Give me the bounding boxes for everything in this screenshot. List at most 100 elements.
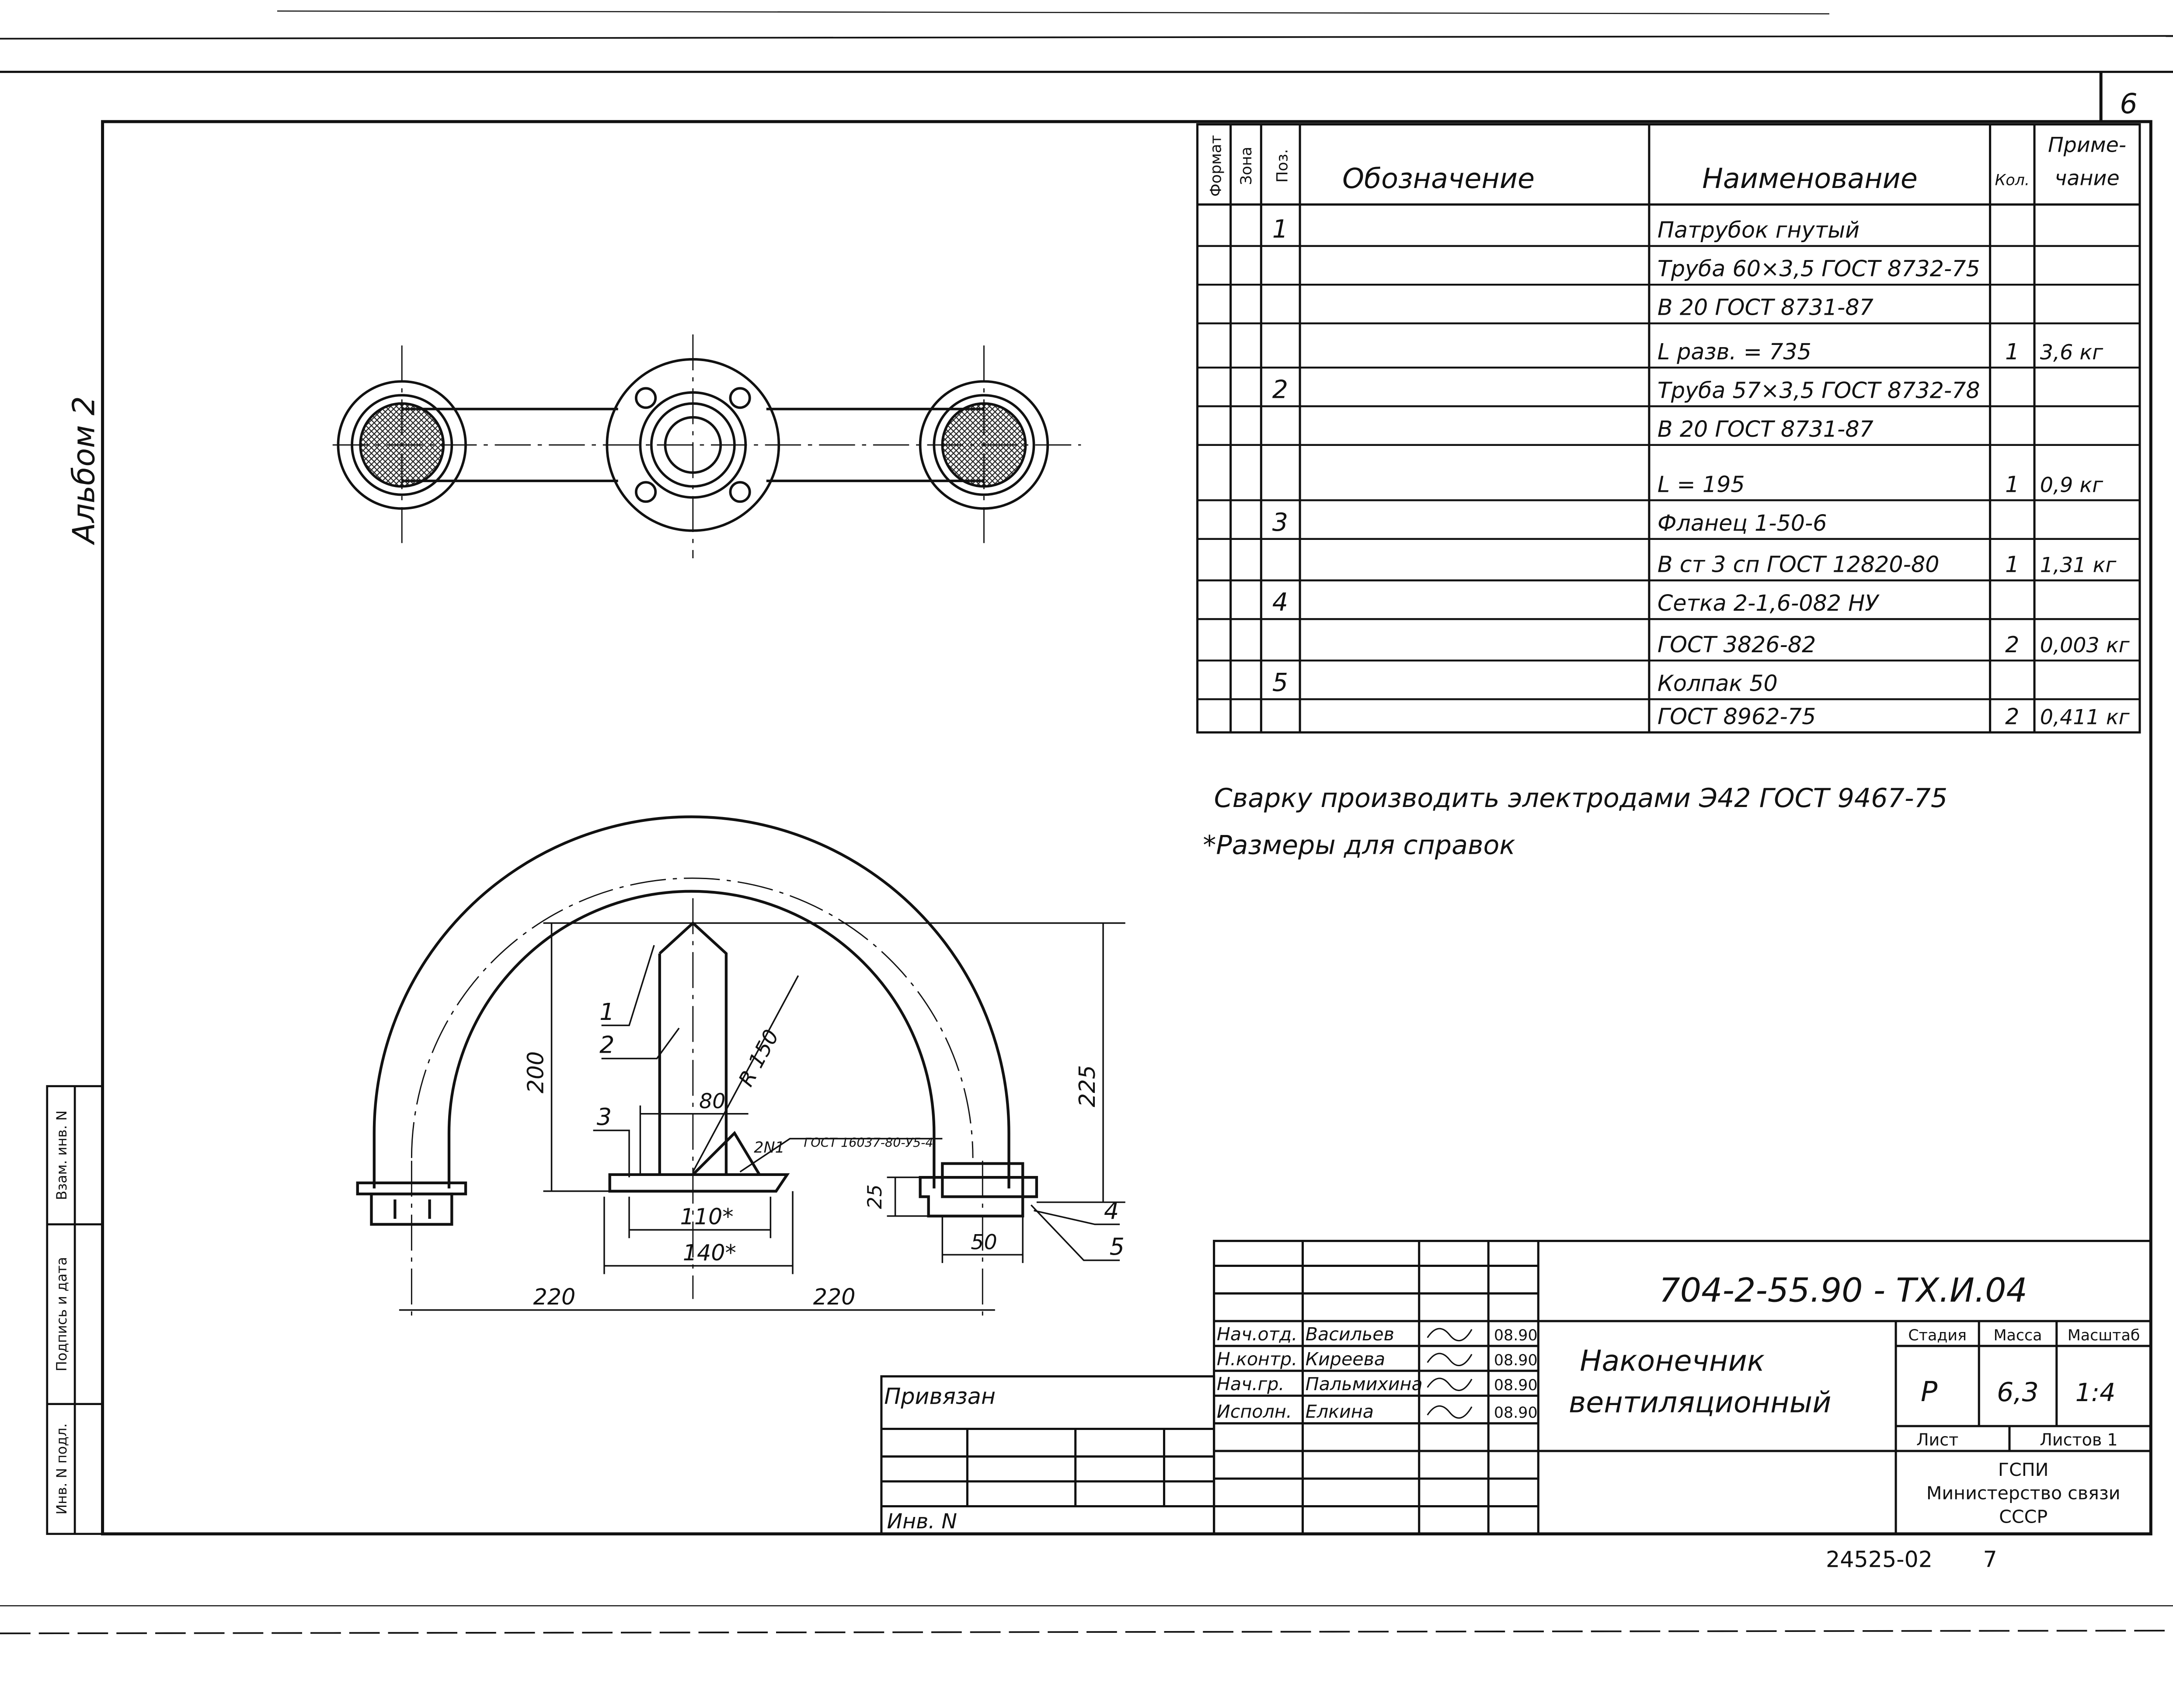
weld-symbol: ГОСТ 16037-80-У5-4 <box>804 1136 933 1150</box>
weld-prefix: 2N1 <box>754 1139 784 1156</box>
callout-4: 4 <box>1104 1197 1119 1224</box>
binding-inv: Инв. N <box>887 1510 957 1534</box>
plan-centerlines <box>332 334 1081 559</box>
signature-mark <box>1427 1378 1473 1391</box>
spec-row: 5 Колпак 50 <box>1272 668 1778 697</box>
signatory-role: Нач.гр. <box>1217 1374 1284 1395</box>
mass-label: Масса <box>1993 1327 2042 1344</box>
spec-row-name: L = 195 <box>1658 471 1745 497</box>
dim-200: 200 <box>522 1051 548 1094</box>
spec-header-note-1: Приме- <box>2048 133 2126 157</box>
stamp-inv-podl: Инв. N подл. <box>54 1423 70 1515</box>
dim-140: 140* <box>683 1240 736 1266</box>
signatory-name: Пальмихина <box>1306 1374 1423 1395</box>
scale-value: 1:4 <box>2075 1378 2116 1407</box>
signatory-date: 08.90 <box>1494 1352 1538 1369</box>
dimension-lines <box>399 922 1125 1311</box>
spec-header-format: Формат <box>1207 135 1225 197</box>
signatory-row: Нач.отд. Васильев 08.90 <box>1217 1324 1538 1345</box>
spec-row-name: Сетка 2-1,6-082 НУ <box>1658 590 1880 616</box>
spec-row: ГОСТ 8962-75 2 0,411 кг <box>1658 703 2130 729</box>
signatory-role: Нач.отд. <box>1217 1324 1297 1345</box>
spec-row-name: Патрубок гнутый <box>1658 217 1860 243</box>
spec-row-name: Колпак 50 <box>1658 671 1778 696</box>
spec-row-pos: 4 <box>1272 588 1288 617</box>
spec-row-name: ГОСТ 3826-82 <box>1658 632 1816 657</box>
signatory-name: Елкина <box>1306 1401 1374 1422</box>
signatory-row: Нач.гр. Пальмихина 08.90 <box>1217 1374 1538 1395</box>
spec-table <box>1196 123 2141 734</box>
spec-row-note: 0,411 кг <box>2040 705 2130 729</box>
spec-row-qty: 2 <box>2005 703 2019 729</box>
stamp-signature-date: Подпись и дата <box>54 1257 70 1371</box>
spec-row-pos: 3 <box>1272 508 1288 537</box>
dim-25: 25 <box>864 1184 886 1209</box>
sheet-number: 6 <box>2120 87 2137 120</box>
stage-label: Стадия <box>1908 1327 1967 1344</box>
spec-row-note: 3,6 кг <box>2040 341 2103 365</box>
signature-mark <box>1427 1328 1473 1342</box>
spec-row: В 20 ГОСТ 8731-87 <box>1658 416 1874 442</box>
signatory-date: 08.90 <box>1494 1377 1538 1394</box>
spec-header-designation: Обозначение <box>1342 162 1535 195</box>
org-line-2: Министерство связи <box>1926 1483 2121 1504</box>
stage-value: Р <box>1921 1375 1938 1408</box>
spec-row-name: Труба 60×3,5 ГОСТ 8732-75 <box>1658 256 1980 282</box>
signatory-name: Васильев <box>1306 1324 1394 1345</box>
signatory-name: Киреева <box>1306 1349 1385 1370</box>
note-welding: Сварку производить электродами Э42 ГОСТ … <box>1214 783 1948 814</box>
spec-row-qty: 1 <box>2005 552 2019 577</box>
callout-3: 3 <box>597 1103 612 1131</box>
spec-row-name: Фланец 1-50-6 <box>1658 510 1827 536</box>
callout-2: 2 <box>599 1031 614 1059</box>
signatory-date: 08.90 <box>1494 1327 1538 1344</box>
spec-row-note: 1,31 кг <box>2040 553 2117 577</box>
org-line-1: ГСПИ <box>1998 1459 2049 1480</box>
org-line-3: СССР <box>1999 1506 2048 1527</box>
spec-table-row-lines <box>1197 245 2140 700</box>
spec-row-pos: 1 <box>1272 215 1288 244</box>
spec-row-qty: 2 <box>2005 632 2019 657</box>
signatory-role: Исполн. <box>1217 1401 1292 1422</box>
dim-225: 225 <box>1074 1065 1100 1107</box>
signatory-date: 08.90 <box>1494 1404 1538 1422</box>
spec-row-pos: 2 <box>1272 375 1288 404</box>
spec-row: Труба 60×3,5 ГОСТ 8732-75 <box>1658 256 1980 282</box>
elevation-centerlines <box>411 898 983 1318</box>
spec-header-qty: Кол. <box>1995 172 2030 189</box>
spec-row-note: 0,003 кг <box>2040 633 2130 657</box>
dim-110: 110* <box>680 1204 733 1230</box>
note-reference: *Размеры для справок <box>1203 830 1515 861</box>
spec-row-name: L разв. = 735 <box>1658 339 1811 365</box>
doc-code: 704-2-55.90 - ТХ.И.04 <box>1659 1271 2027 1310</box>
title-line-1: Наконечник <box>1580 1344 1765 1378</box>
spec-row-name: Труба 57×3,5 ГОСТ 8732-78 <box>1658 377 1980 403</box>
mass-value: 6,3 <box>1997 1377 2039 1408</box>
signatory-row: Н.контр. Киреева 08.90 <box>1217 1349 1538 1370</box>
scale-label: Масштаб <box>2068 1327 2140 1344</box>
album-label: Альбом 2 <box>66 396 101 545</box>
spec-row: В 20 ГОСТ 8731-87 <box>1658 295 1874 320</box>
spec-row: 3 Фланец 1-50-6 <box>1272 508 1827 537</box>
spec-header-name: Наименование <box>1702 162 1918 195</box>
spec-row-name: ГОСТ 8962-75 <box>1658 703 1816 729</box>
scan-edges <box>0 10 2173 1635</box>
spec-row-qty: 1 <box>2005 339 2019 365</box>
spec-header-note-2: чание <box>2055 167 2119 191</box>
spec-row-name: В ст 3 сп ГОСТ 12820-80 <box>1658 552 1940 577</box>
spec-header-pos: Поз. <box>1274 149 1292 183</box>
dim-220-left: 220 <box>533 1284 575 1310</box>
signatory-row: Исполн. Елкина 08.90 <box>1217 1401 1538 1422</box>
dim-r150: R 150 <box>734 1026 784 1090</box>
spec-row-pos: 5 <box>1272 668 1288 697</box>
sheets-label: Листов 1 <box>2040 1430 2117 1449</box>
spec-row: L разв. = 735 1 3,6 кг <box>1658 339 2103 365</box>
callout-1: 1 <box>599 998 614 1026</box>
title-block <box>1213 1240 2152 1535</box>
archive-suffix: 7 <box>1983 1547 1997 1572</box>
signatory-role: Н.контр. <box>1217 1349 1297 1370</box>
spec-row: 2 Труба 57×3,5 ГОСТ 8732-78 <box>1272 375 1980 404</box>
